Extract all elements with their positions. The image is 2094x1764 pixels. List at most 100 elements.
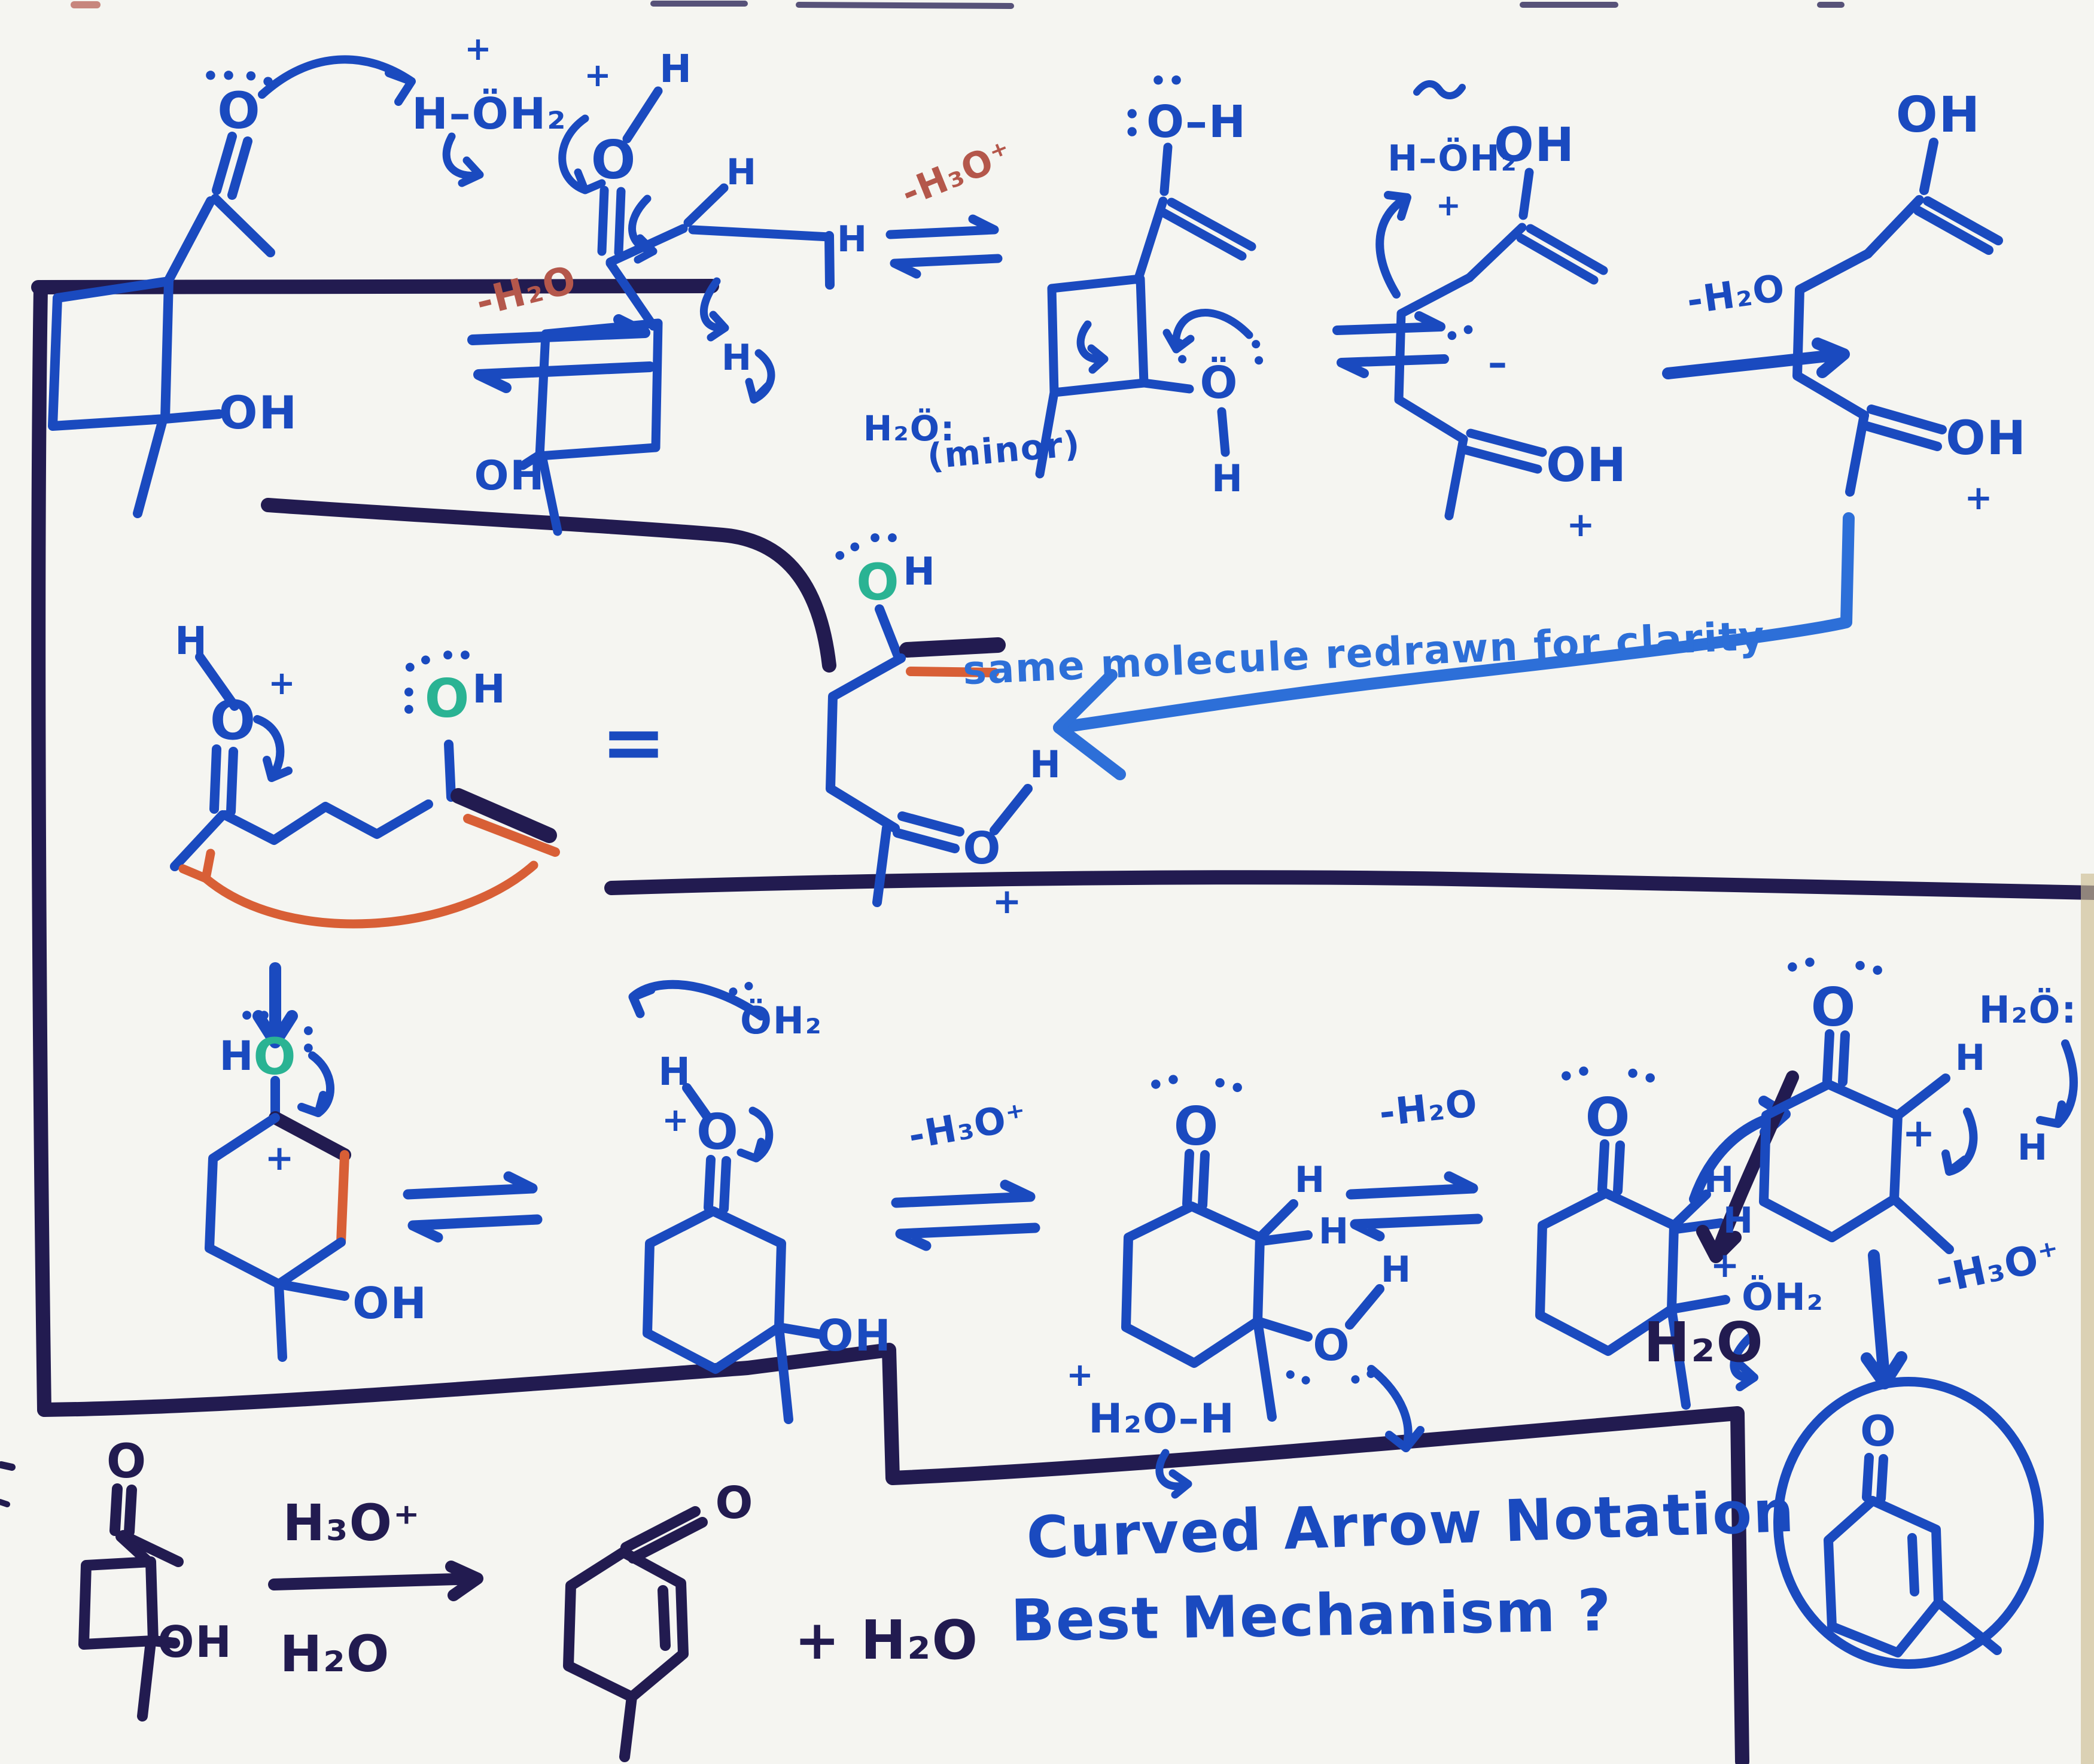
s3-c-o-bond xyxy=(1139,378,1194,394)
s7-chain xyxy=(826,653,906,833)
s4-methyl-bond xyxy=(1444,434,1468,521)
s1-acetyl-ring-bond xyxy=(164,196,215,285)
s4-c-oh-double xyxy=(1461,428,1547,474)
overall-reaction xyxy=(78,1483,708,1762)
s13-oh-bond xyxy=(148,1635,180,1649)
s8-ring-bond-orange xyxy=(336,1150,349,1247)
s11-ch-bond2 xyxy=(1672,1218,1725,1234)
s3-methyl-bond xyxy=(1035,388,1059,479)
s7-o-h-bond xyxy=(990,784,1033,835)
s1-co-double-bond xyxy=(212,132,252,200)
s2-methyl-bond xyxy=(537,451,562,536)
s12-ring xyxy=(1759,1079,1903,1242)
row2-to-row3-arrow xyxy=(252,962,298,1048)
s6-methyl-bond xyxy=(170,810,227,871)
edge-tick-1 xyxy=(0,1461,16,1471)
s5-c-ch2-double xyxy=(1913,196,2003,255)
s1-proton-transfer-arrow xyxy=(258,55,416,106)
s3-o-c-bond xyxy=(1159,142,1173,196)
s1-acetyl-methyl-bond xyxy=(211,194,275,257)
s7-co-double xyxy=(893,811,964,853)
structure-5-open-chain-cation xyxy=(1792,138,2003,497)
s8-ring-rest xyxy=(205,1113,346,1289)
product-methyl xyxy=(1934,1598,2002,1655)
s9-ring xyxy=(643,1206,786,1374)
equilibrium-arrow-3 xyxy=(1332,311,1449,378)
clarity-arrow xyxy=(1053,512,1855,780)
s4-c-ch2-double xyxy=(1516,224,1608,285)
s6-enol-o-bond xyxy=(444,740,456,802)
frame-mid-right xyxy=(604,870,2094,900)
s12-ch-bond xyxy=(1893,1073,1950,1120)
frame-left xyxy=(31,281,51,1417)
product-ring xyxy=(1824,1496,1943,1657)
s10-c-o-bond xyxy=(1253,1316,1313,1342)
branch-water-arrow xyxy=(1696,1070,1799,1263)
s3-ring-arrow xyxy=(1076,320,1109,374)
s5-c-oh-double xyxy=(1862,404,1947,451)
s14-methyl xyxy=(619,1692,637,1762)
s2-hook2 xyxy=(699,277,729,342)
s10-o-h-bond xyxy=(1345,1284,1384,1330)
s12-co-double xyxy=(1822,1029,1850,1087)
structure-4-ring-opened xyxy=(1375,80,1608,521)
s2-ch-bond1 xyxy=(683,183,729,227)
s10-proton-arrow xyxy=(1367,1365,1425,1452)
s4-c-chain-bond xyxy=(1465,223,1527,282)
s13-co-double xyxy=(109,1483,137,1537)
structure-3-minor-enol xyxy=(1035,142,1256,479)
s2-ch-bond2 xyxy=(688,225,834,242)
s13-cyclobutane xyxy=(78,1556,159,1650)
s3-c-ch2-double xyxy=(1157,197,1256,261)
s2-hook3 xyxy=(745,349,775,404)
structure-11-oxocarbenium-water xyxy=(1535,1139,1758,1410)
s12-ch-break-arrow xyxy=(1941,1108,1978,1176)
s11-methyl-bond xyxy=(1667,1304,1691,1410)
final-product-arrow xyxy=(1861,1249,1907,1389)
reaction-arrow xyxy=(268,1561,483,1601)
s2-oh-bond2 xyxy=(518,450,544,470)
top-edge-marks xyxy=(650,1,1845,9)
s6-enol-attack-arrow xyxy=(178,848,538,929)
s12-methyl-bond xyxy=(1889,1194,1954,1254)
s1-oh-bond xyxy=(160,409,224,424)
equilibrium-arrow-6 xyxy=(891,1179,1040,1251)
s6-ch2-stroke-orange xyxy=(463,814,560,857)
s10-ch-bond1 xyxy=(1255,1199,1298,1242)
s4-deprotonation-arrow xyxy=(1375,191,1411,299)
s2-oh-bond xyxy=(622,86,663,144)
s1-oh-sigma-arrow xyxy=(442,132,484,187)
structure-7-redrawn-molecule xyxy=(826,604,1033,907)
s6-pi-arrow xyxy=(253,715,293,782)
s5-oh-bond xyxy=(1919,138,1938,195)
s8-oh-bond xyxy=(274,1279,349,1301)
s9-methyl-bond xyxy=(774,1322,793,1424)
s1-methyl-bond xyxy=(133,415,168,518)
s9-co-double xyxy=(704,1155,731,1213)
s6-co-double xyxy=(209,744,238,816)
s6-chain xyxy=(220,799,433,845)
s11-c-o-bond xyxy=(1667,1295,1730,1314)
circled-product xyxy=(1773,1377,2044,1669)
s2-co-double-bond xyxy=(597,185,626,257)
s5-chain xyxy=(1792,249,1873,420)
product-co-double xyxy=(1862,1453,1888,1503)
s2-cyclobutane-ring xyxy=(535,318,663,461)
frame-mid-left xyxy=(261,498,836,673)
structure-1-ketone-alcohol xyxy=(48,55,484,518)
structure-10-ketone-water-complex xyxy=(1121,1149,1425,1499)
s5-methyl-bond xyxy=(1845,410,1869,497)
s10-ch-bond2 xyxy=(1258,1230,1313,1246)
structure-6-open-chain-enol xyxy=(170,652,560,929)
product-ring-double xyxy=(1907,1533,1919,1596)
equilibrium-arrow-2 xyxy=(885,214,1003,279)
s6-ch2-stroke-navy xyxy=(451,788,557,843)
s11-ring xyxy=(1535,1188,1679,1356)
s7-methyl-bond xyxy=(872,823,891,907)
s9-h-o-bond xyxy=(682,1083,712,1121)
s9-pi-arrow xyxy=(736,1106,774,1163)
structure-9-protonated-cyclohexanone xyxy=(628,980,826,1424)
